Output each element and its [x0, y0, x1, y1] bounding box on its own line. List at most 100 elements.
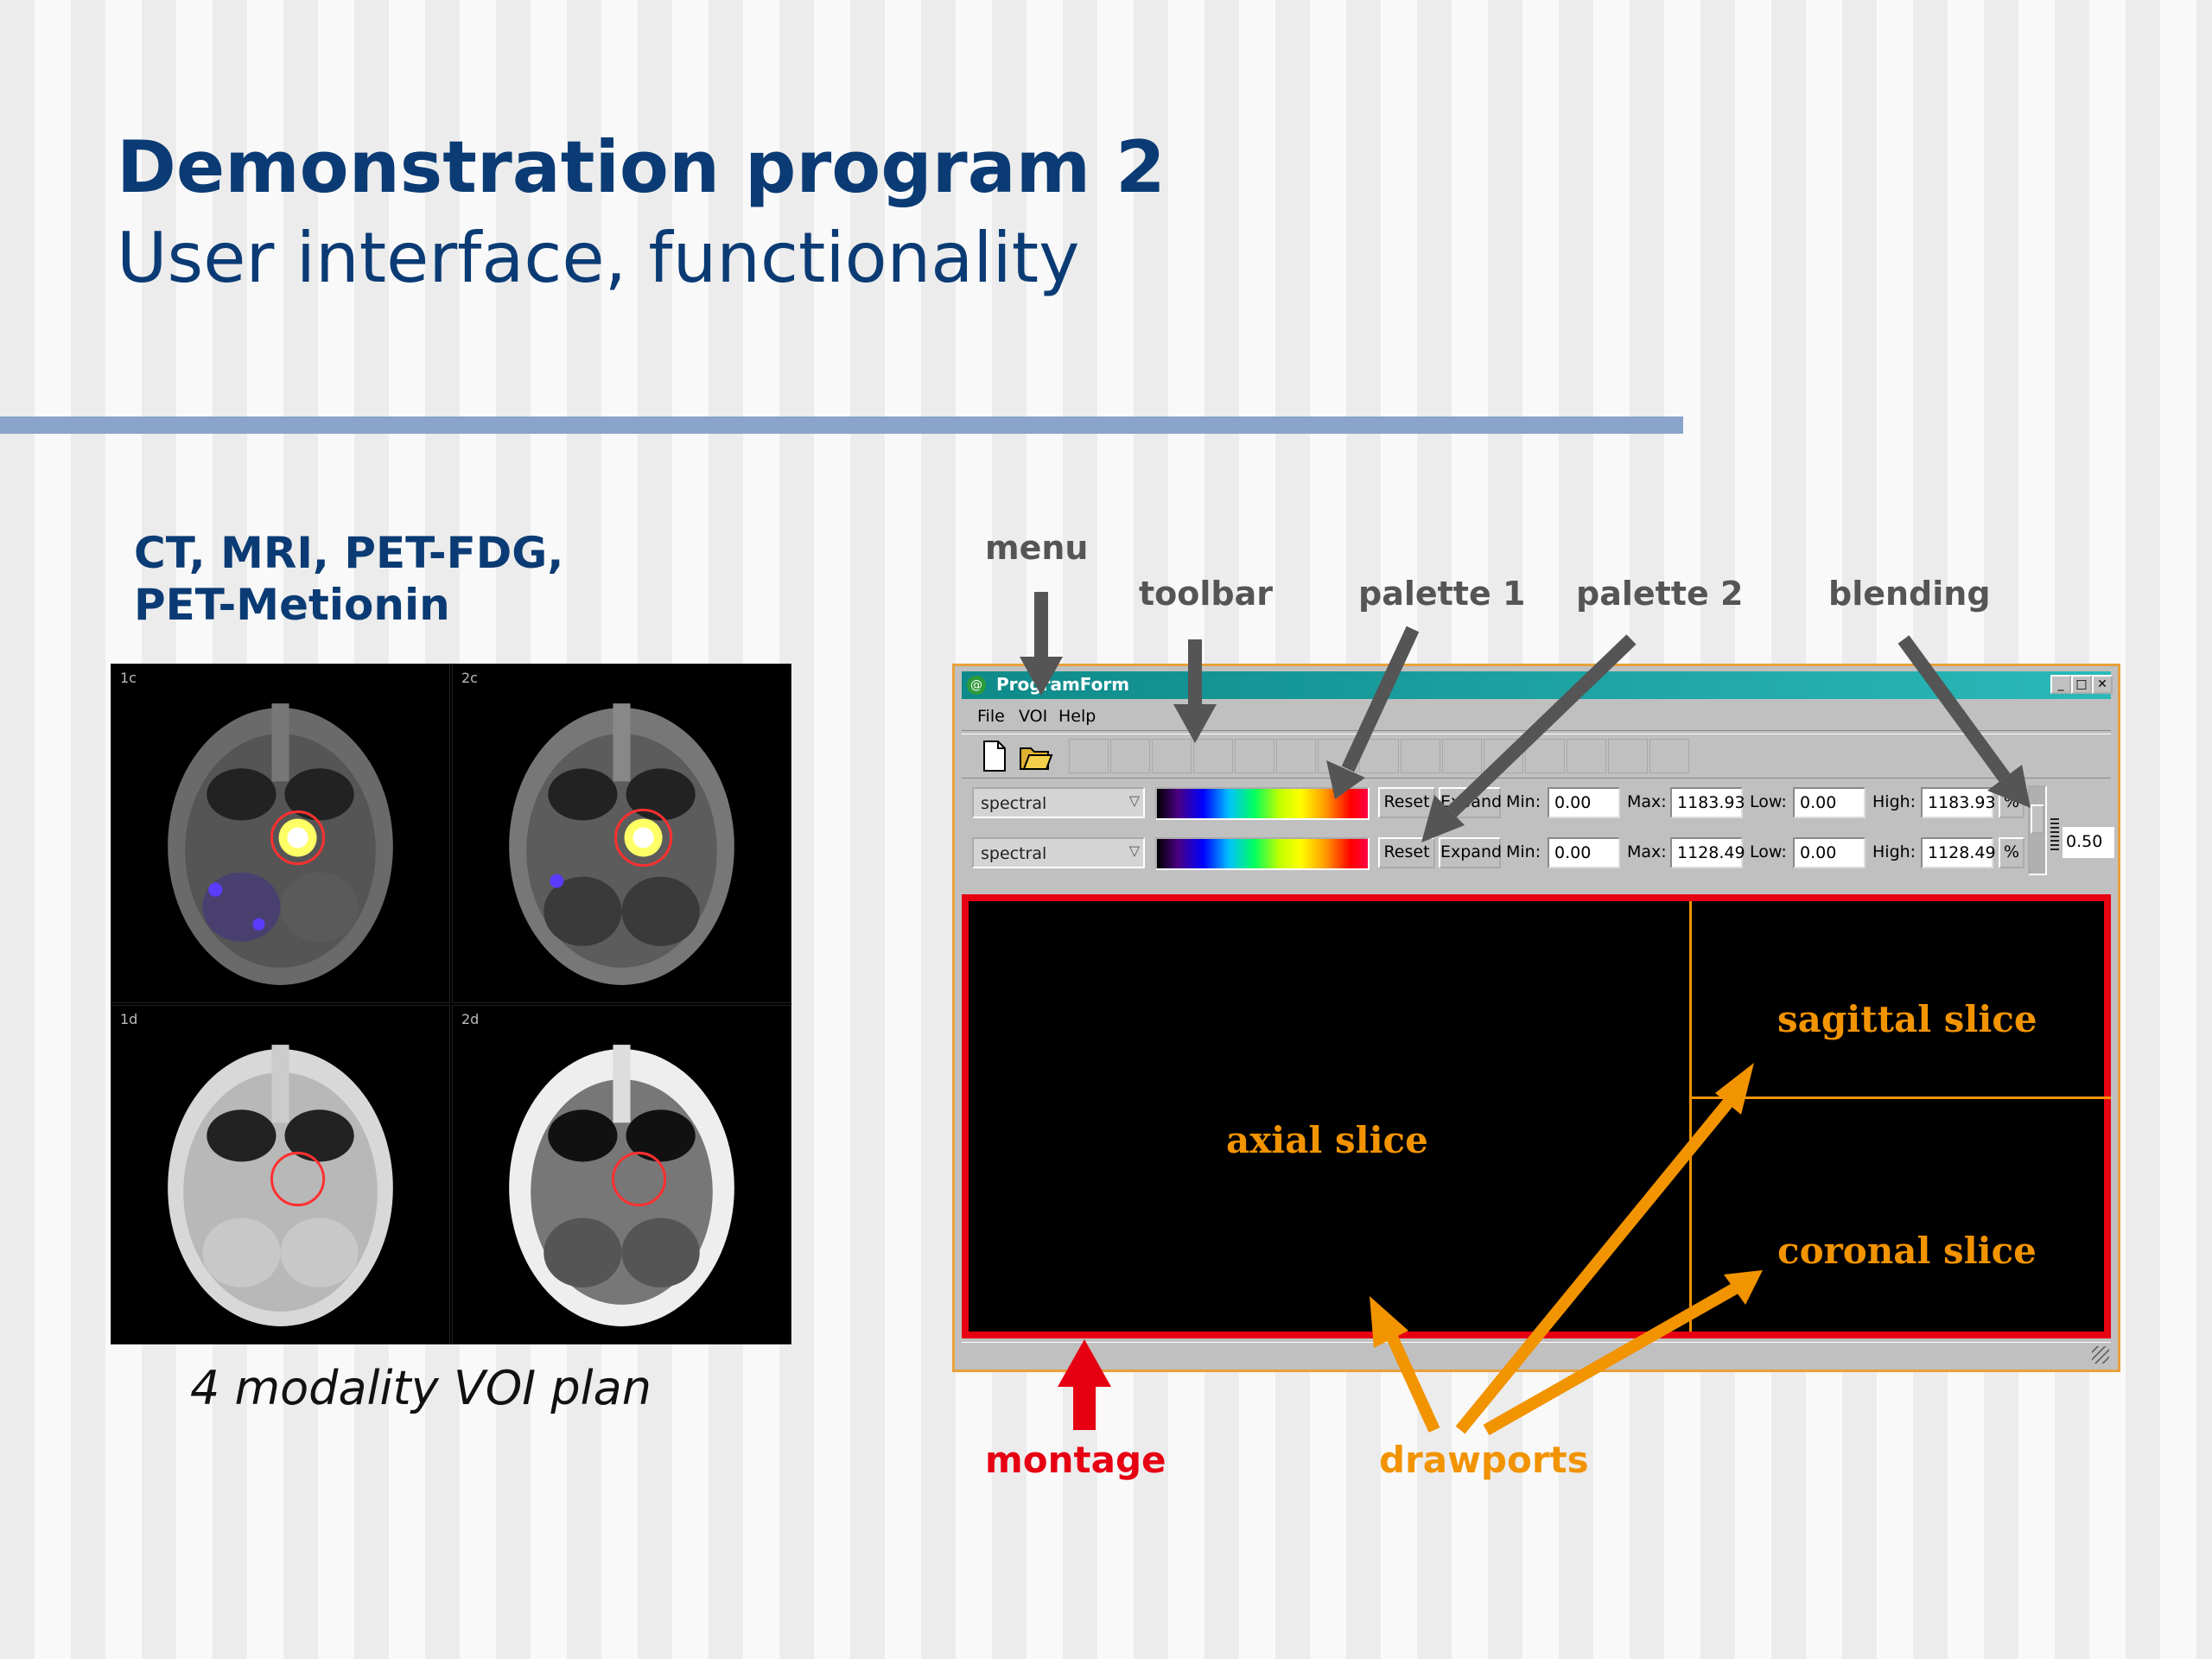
annotation-menu: menu [985, 529, 1089, 567]
scan-label: 1d [120, 1011, 138, 1027]
drawport-divider-vertical [1689, 901, 1692, 1332]
palette-2-name: spectral [981, 844, 1047, 863]
window-title: ProgramForm [996, 674, 1130, 695]
palette-2-select[interactable]: spectral ▽ [972, 837, 1145, 868]
toolbar [962, 734, 2111, 779]
low-label: Low: [1750, 792, 1787, 811]
toolbar-slot[interactable] [1276, 739, 1316, 773]
max-label: Max: [1627, 792, 1667, 811]
slide-subtitle: User interface, functionality [117, 218, 1080, 298]
toolbar-slot[interactable] [1649, 739, 1689, 773]
palette-1-percent-button[interactable]: % [1999, 787, 2024, 818]
palette-row-1: spectral ▽ Reset Expand Min: 0.00 Max: 1… [962, 780, 2111, 827]
palette-2-expand-button[interactable]: Expand [1439, 837, 1502, 868]
status-bar [962, 1342, 2111, 1367]
toolbar-slot[interactable] [1235, 739, 1274, 773]
window-titlebar[interactable]: @ ProgramForm _ □ ✕ [962, 671, 2113, 699]
palette-2-reset-button[interactable]: Reset [1378, 837, 1435, 868]
program-window: @ ProgramForm _ □ ✕ File VOI Help spectr… [952, 664, 2120, 1372]
palette-2-percent-button[interactable]: % [1999, 837, 2024, 868]
slide-title: Demonstration program 2 [117, 125, 1166, 209]
app-icon: @ [967, 676, 986, 695]
menu-voi[interactable]: VOI [1019, 707, 1048, 726]
toolbar-slot[interactable] [1069, 739, 1109, 773]
pet-ct-slice-graphic [168, 703, 393, 985]
toolbar-slot[interactable] [1359, 739, 1399, 773]
modality-heading: CT, MRI, PET-FDG, PET-Metionin [134, 527, 563, 631]
new-file-icon[interactable] [979, 740, 1010, 772]
close-button[interactable]: ✕ [2092, 675, 2113, 694]
palette-1-expand-button[interactable]: Expand [1439, 787, 1502, 818]
palette-2-high-field[interactable]: 1128.49 [1921, 837, 1996, 868]
blending-slider[interactable] [2028, 785, 2047, 875]
montage-area[interactable]: axial slice sagittal slice coronal slice [962, 894, 2111, 1338]
pet-mri-slice-graphic [509, 703, 734, 985]
minimize-button[interactable]: _ [2050, 675, 2071, 694]
palette-1-low-field[interactable]: 0.00 [1793, 787, 1866, 818]
palette-1-reset-button[interactable]: Reset [1378, 787, 1435, 818]
toolbar-slot[interactable] [1193, 739, 1233, 773]
palette-1-min-field[interactable]: 0.00 [1548, 787, 1620, 818]
blending-ticks [2050, 818, 2059, 853]
modality-heading-line1: CT, MRI, PET-FDG, [134, 528, 564, 578]
toolbar-slot[interactable] [1525, 739, 1565, 773]
annotation-palette-1: palette 1 [1358, 575, 1526, 613]
palette-1-colorbar [1155, 787, 1370, 820]
palette-1-high-field[interactable]: 1183.93 [1921, 787, 1996, 818]
palette-1-name: spectral [981, 794, 1047, 813]
palette-2-colorbar [1155, 837, 1370, 870]
annotation-blending: blending [1828, 575, 1991, 613]
palette-2-low-field[interactable]: 0.00 [1793, 837, 1866, 868]
scan-montage-image: 1c 2c [111, 664, 791, 1344]
resize-grip-icon[interactable] [2092, 1346, 2109, 1363]
scan-cell-1d: 1d [111, 1005, 450, 1344]
high-label: High: [1872, 842, 1916, 861]
scan-cell-1c: 1c [111, 664, 450, 1003]
toolbar-slot[interactable] [1442, 739, 1482, 773]
scan-caption: 4 modality VOI plan [190, 1361, 652, 1415]
max-label: Max: [1627, 842, 1667, 861]
sagittal-drawport-label: sagittal slice [1777, 998, 2037, 1040]
toolbar-slot[interactable] [1608, 739, 1648, 773]
toolbar-slot[interactable] [1318, 739, 1357, 773]
scan-cell-2c: 2c [452, 664, 791, 1003]
annotation-montage: montage [985, 1439, 1166, 1481]
modality-heading-line2: PET-Metionin [134, 580, 450, 630]
palette-2-min-field[interactable]: 0.00 [1548, 837, 1620, 868]
chevron-down-icon: ▽ [1128, 792, 1140, 809]
min-label: Min: [1506, 792, 1541, 811]
scan-label: 2c [461, 670, 478, 686]
drawport-divider-horizontal [1692, 1096, 2111, 1099]
annotation-drawports: drawports [1379, 1439, 1589, 1481]
menu-bar: File VOI Help [962, 702, 2111, 731]
maximize-button[interactable]: □ [2071, 675, 2092, 694]
scan-cell-2d: 2d [452, 1005, 791, 1344]
scan-label: 1c [120, 670, 137, 686]
scan-label: 2d [461, 1011, 480, 1027]
title-divider [0, 416, 1683, 434]
toolbar-slot[interactable] [1110, 739, 1150, 773]
low-label: Low: [1750, 842, 1787, 861]
annotation-toolbar: toolbar [1139, 575, 1273, 613]
palette-1-max-field[interactable]: 1183.93 [1670, 787, 1745, 818]
ct-slice-graphic [168, 1045, 393, 1326]
high-label: High: [1872, 792, 1916, 811]
palette-row-2: spectral ▽ Reset Expand Min: 0.00 Max: 1… [962, 830, 2111, 877]
annotation-palette-2: palette 2 [1576, 575, 1744, 613]
mri-slice-graphic [509, 1045, 734, 1326]
coronal-drawport-label: coronal slice [1777, 1230, 2037, 1272]
min-label: Min: [1506, 842, 1541, 861]
toolbar-slot[interactable] [1401, 739, 1440, 773]
toolbar-slot[interactable] [1567, 739, 1606, 773]
menu-file[interactable]: File [977, 707, 1005, 726]
axial-drawport-label: axial slice [1226, 1119, 1428, 1161]
blending-value: 0.50 [2063, 827, 2114, 858]
blending-slider-thumb[interactable] [2031, 804, 2044, 834]
open-folder-icon[interactable] [1019, 740, 1053, 772]
toolbar-slot[interactable] [1152, 739, 1192, 773]
chevron-down-icon: ▽ [1128, 842, 1140, 859]
palette-2-max-field[interactable]: 1128.49 [1670, 837, 1745, 868]
toolbar-slot[interactable] [1484, 739, 1523, 773]
menu-help[interactable]: Help [1058, 707, 1096, 726]
palette-1-select[interactable]: spectral ▽ [972, 787, 1145, 818]
